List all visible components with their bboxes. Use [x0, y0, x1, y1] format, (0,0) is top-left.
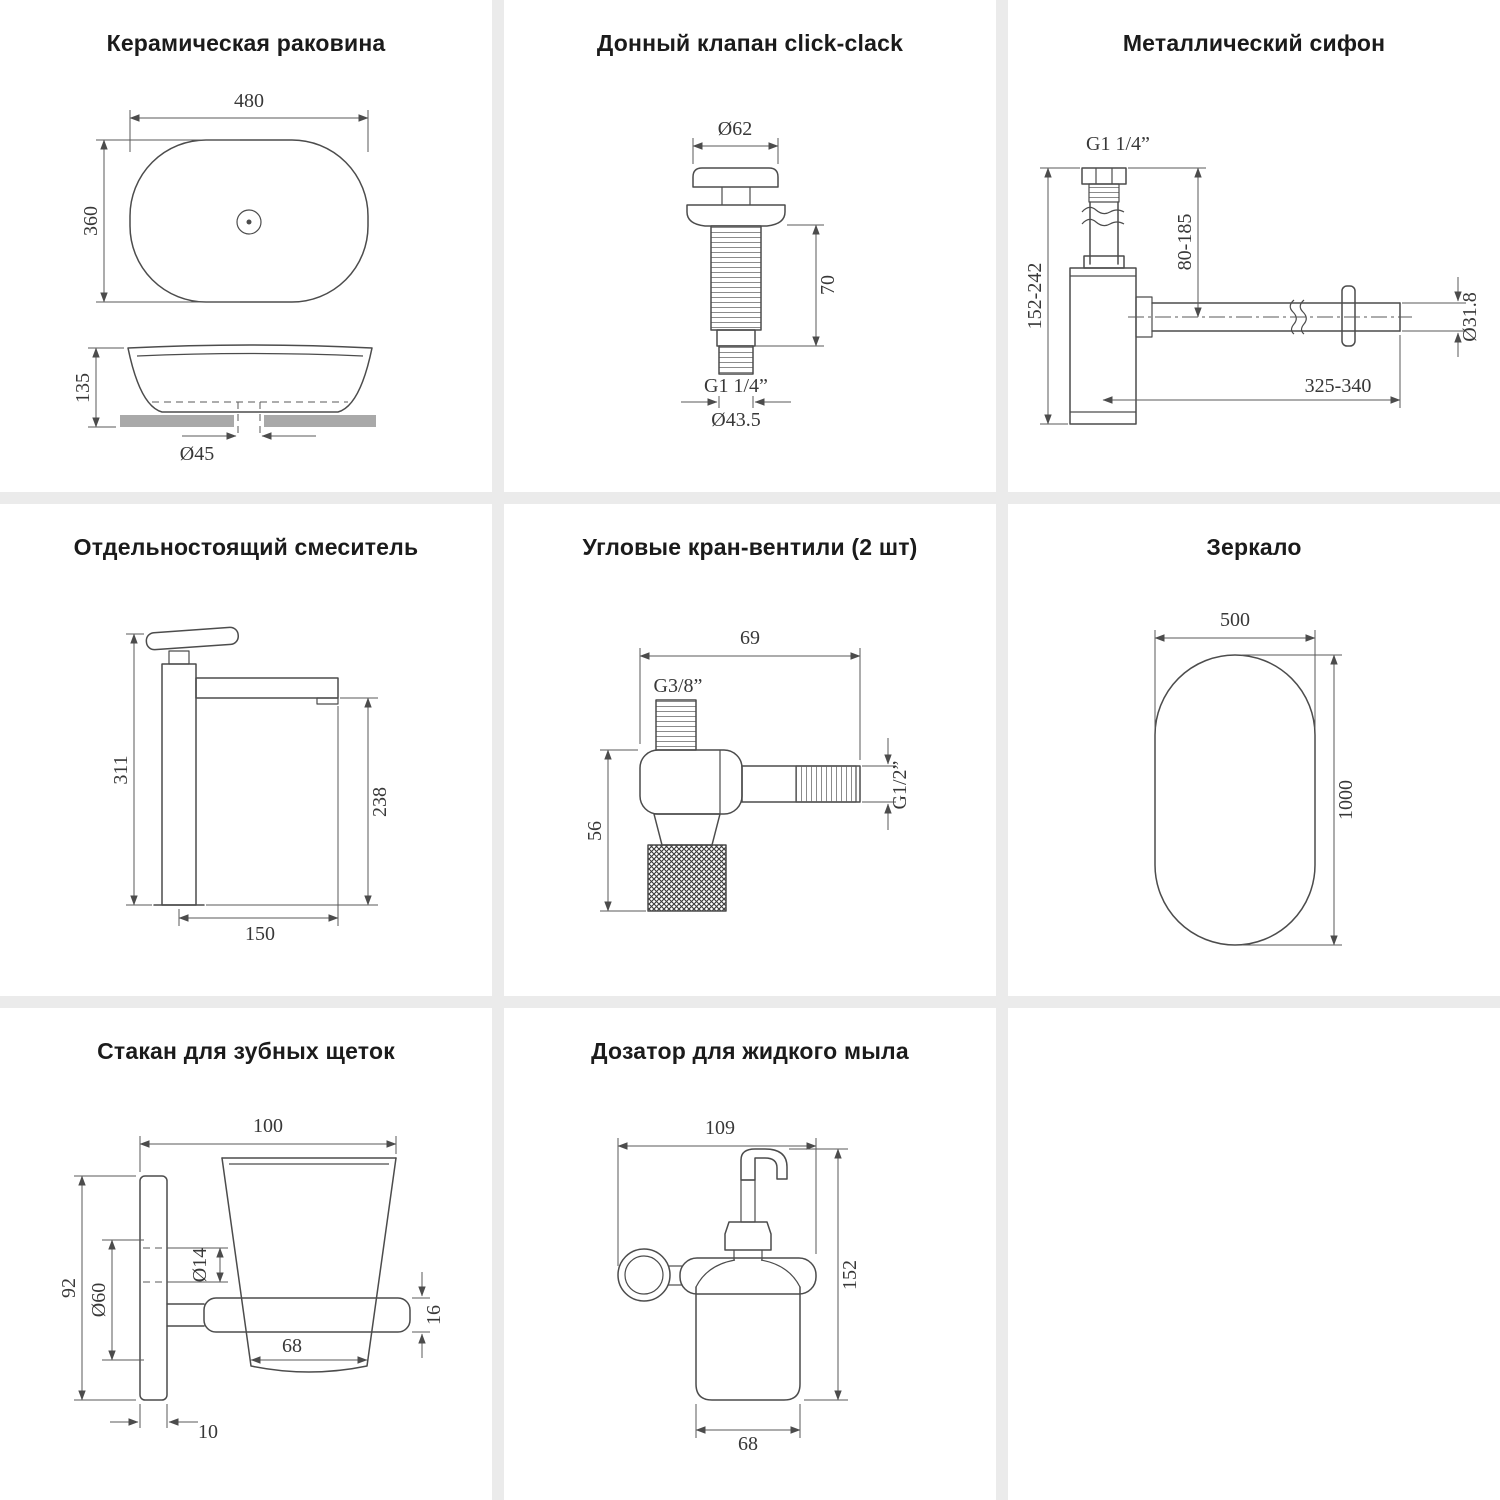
countertop-left: [120, 415, 234, 427]
dim-siphon-length-range: 325-340: [1305, 375, 1372, 397]
panel-cup: Стакан для зубных щеток 100 92: [0, 1008, 492, 1500]
wall-plate: [139, 1175, 168, 1401]
dim-siphon-pipe-diameter: Ø31.8: [1459, 292, 1481, 341]
dim-cup-plate: Ø60: [88, 1283, 110, 1317]
panel-siphon: Металлический сифон G1 1/4”: [1008, 0, 1500, 492]
panel-title: Керамическая раковина: [106, 30, 386, 56]
dispenser-drawing: 109 152 68: [617, 1117, 861, 1455]
dim-mirror-width: 500: [1220, 609, 1250, 631]
dim-anglevalve-width: 69: [740, 627, 760, 649]
dim-cup-depth: 100: [253, 1115, 283, 1137]
panel-title: Стакан для зубных щеток: [97, 1038, 395, 1064]
dim-siphon-inlet-range: 80-185: [1174, 214, 1196, 271]
dim-cup-height: 92: [58, 1278, 80, 1298]
dim-dispenser-body-width: 68: [738, 1433, 758, 1455]
dim-valve-outlet: Ø43.5: [711, 409, 760, 431]
dim-anglevalve-height: 56: [584, 821, 606, 841]
panel-title: Зеркало: [1206, 534, 1302, 560]
cup-drawing: 100 92 Ø60 Ø14 16 68: [58, 1115, 445, 1443]
panel-ceramic-sink: Керамическая раковина 480 360: [0, 0, 492, 492]
panel-title: Донный клапан click-clack: [596, 30, 904, 56]
panel-title: Угловые кран-вентили (2 шт): [582, 534, 918, 560]
dim-cup-bottom: 68: [282, 1335, 302, 1357]
dim-anglevalve-outlet-thread: G1/2”: [889, 761, 911, 810]
dim-cup-ring: 16: [423, 1305, 445, 1325]
holder-ring: [203, 1297, 411, 1333]
dim-dispenser-width: 109: [705, 1117, 735, 1139]
dim-sink-depth: 360: [80, 206, 102, 236]
pump-spout: [740, 1148, 788, 1181]
holder-ring: [679, 1257, 817, 1295]
mixer-handle: [145, 626, 239, 651]
panel-mixer: Отдельностоящий смеситель 311 238 1: [0, 504, 492, 996]
sink-drawing: 480 360 135 Ø45: [72, 90, 376, 465]
dim-mirror-height: 1000: [1335, 780, 1357, 820]
dim-valve-thread: G1 1/4”: [704, 375, 768, 397]
angle-valve-drawing: G3/8” 69 56 G1/2”: [584, 627, 911, 912]
panel-title: Дозатор для жидкого мыла: [591, 1038, 909, 1064]
dim-sink-drain: Ø45: [180, 443, 214, 465]
bottle-body: [695, 1286, 801, 1401]
dim-mixer-spout-height: 238: [369, 787, 391, 817]
panel-dispenser: Дозатор для жидкого мыла 109: [504, 1008, 996, 1500]
dim-sink-height: 135: [72, 373, 94, 403]
dim-cup-plate-thickness: 10: [198, 1421, 218, 1443]
dim-mixer-spout-reach: 150: [245, 923, 275, 945]
dim-cup-hole: Ø14: [189, 1248, 211, 1282]
wall-mount: [617, 1248, 671, 1302]
mirror-drawing: 500 1000: [1154, 609, 1357, 946]
mixer-drawing: 311 238 150: [110, 626, 391, 945]
mixer-spout: [195, 677, 339, 699]
drain-hole: [236, 209, 262, 235]
drain-valve-drawing: Ø62 70 G1 1/4” Ø43.5: [681, 118, 839, 431]
empty-cell: [1008, 1008, 1500, 1500]
dim-dispenser-height: 152: [839, 1260, 861, 1290]
panel-drain-valve: Донный клапан click-clack Ø62 70 G1 1/4”: [504, 0, 996, 492]
dim-mixer-total-height: 311: [110, 755, 132, 784]
valve-knurled-handle: [647, 844, 727, 912]
dim-valve-height: 70: [817, 275, 839, 295]
panel-title: Отдельностоящий смеситель: [73, 534, 419, 560]
panel-mirror: Зеркало 500 1000: [1008, 504, 1500, 996]
panel-title: Металлический сифон: [1122, 30, 1386, 56]
dim-sink-width: 480: [234, 90, 264, 112]
panel-angle-valves: Угловые кран-вентили (2 шт) G3/8” 69 56: [504, 504, 996, 996]
siphon-drawing: G1 1/4”: [1024, 133, 1481, 425]
dim-anglevalve-inlet-thread: G3/8”: [654, 675, 703, 697]
dim-siphon-thread: G1 1/4”: [1086, 133, 1150, 155]
countertop-right: [264, 415, 376, 427]
dim-valve-cap: Ø62: [718, 118, 752, 140]
dim-siphon-height-range: 152-242: [1024, 263, 1046, 330]
mirror-shape: [1154, 654, 1316, 946]
